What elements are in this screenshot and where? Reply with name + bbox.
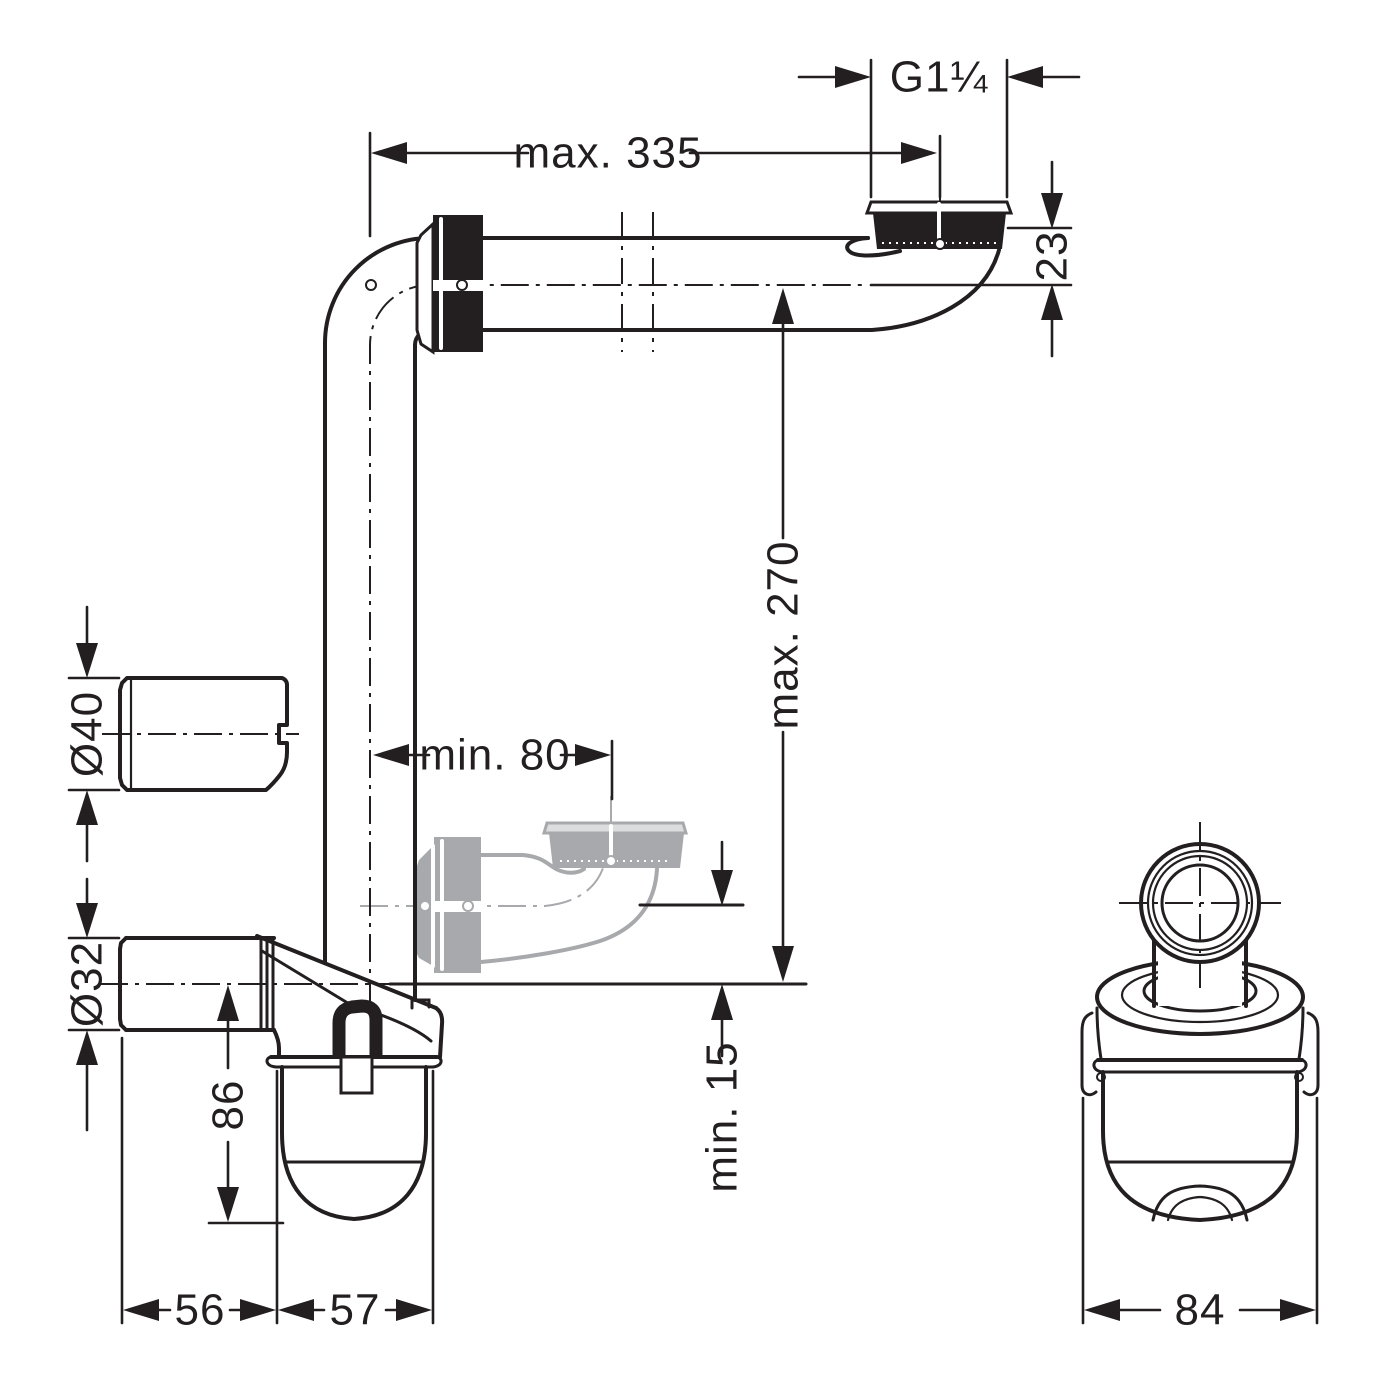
- dim-label-min-clearance: min. 15: [698, 1041, 747, 1192]
- dim-label-thread: G1¼: [890, 53, 989, 102]
- dim-label-outlet-diameter: Ø32: [63, 941, 112, 1027]
- dim-cup-depth: 86: [204, 985, 285, 1225]
- pipe-end-hook: [845, 236, 902, 258]
- ghost-pipe-bottom-edge: [479, 867, 659, 964]
- dim-nut-offset: 23: [869, 160, 1077, 358]
- dim-label-front-width: 84: [1175, 1286, 1226, 1335]
- flange-sleeve: [415, 220, 435, 355]
- dim-bottom-widths: 56 57: [120, 1036, 435, 1335]
- dim-thread: G1¼: [797, 53, 1081, 199]
- clip-tab: [339, 1055, 374, 1095]
- ghost-washer: [541, 821, 689, 835]
- ghost-nut: [549, 833, 684, 868]
- side-clip-left: [1080, 1011, 1098, 1097]
- dim-label-cup-depth: 86: [204, 1080, 253, 1131]
- side-clip-right: [1302, 1011, 1320, 1097]
- dim-min-clearance: min. 15: [388, 840, 808, 1193]
- dim-label-nut-offset: 23: [1028, 231, 1077, 282]
- front-cup: [1101, 1070, 1299, 1222]
- dim-label-min-length: min. 80: [419, 731, 570, 780]
- dimensions: G1¼ max. 335 23 max. 2: [63, 53, 1319, 1335]
- front-view: [1080, 822, 1320, 1222]
- ghost-assembly: [360, 796, 689, 973]
- dim-label-body-width: 57: [330, 1286, 381, 1335]
- pipe-outer-contour: [323, 236, 870, 965]
- dim-label-sleeve-diameter: Ø40: [63, 691, 112, 777]
- extension-sleeve: [102, 676, 299, 792]
- clip-handle: [332, 999, 383, 1057]
- trap-body: [100, 934, 445, 1221]
- bottom-arch: [1151, 1184, 1249, 1222]
- trap-cup: [280, 1065, 428, 1221]
- dim-sleeve-diameter: Ø40: [63, 605, 121, 863]
- dim-front-width: 84: [1081, 1096, 1319, 1335]
- ghost-pipe-top-edge: [479, 853, 586, 875]
- inlet-slope: [255, 934, 438, 1010]
- dim-min-length: min. 80: [373, 731, 614, 801]
- dim-label-max-height: max. 270: [759, 541, 808, 730]
- pipe-inner-contour: [413, 248, 1001, 1002]
- dim-max-height: max. 270: [759, 288, 808, 982]
- dim-max-length: max. 335: [368, 129, 942, 238]
- main-pipe-assembly: [323, 182, 1014, 1008]
- dim-label-max-length: max. 335: [514, 129, 703, 178]
- dim-label-outlet-length: 56: [175, 1286, 226, 1335]
- ghost-centerline: [360, 867, 604, 907]
- dim-outlet-diameter: Ø32: [63, 877, 121, 1132]
